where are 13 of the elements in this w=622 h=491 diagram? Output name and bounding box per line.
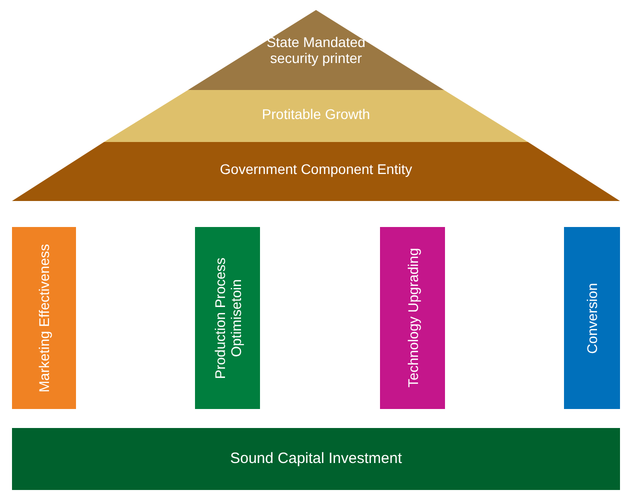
base-bar xyxy=(12,428,620,490)
pillar-label: Marketing Effectiveness xyxy=(36,244,52,392)
pillar-label: Technology Upgrading xyxy=(404,248,420,388)
band-label: State Mandated security printer xyxy=(266,34,366,66)
pillar-label: Conversion xyxy=(584,282,600,354)
pillar xyxy=(195,227,260,409)
band-label: Government Component Entity xyxy=(220,161,412,177)
pillar xyxy=(12,227,76,409)
pillar xyxy=(564,227,620,409)
band-label: Protitable Growth xyxy=(262,106,370,122)
base-label: Sound Capital Investment xyxy=(230,448,402,469)
pillar-label: Production Process Optimisetoin xyxy=(212,256,244,381)
pillar xyxy=(380,227,445,409)
